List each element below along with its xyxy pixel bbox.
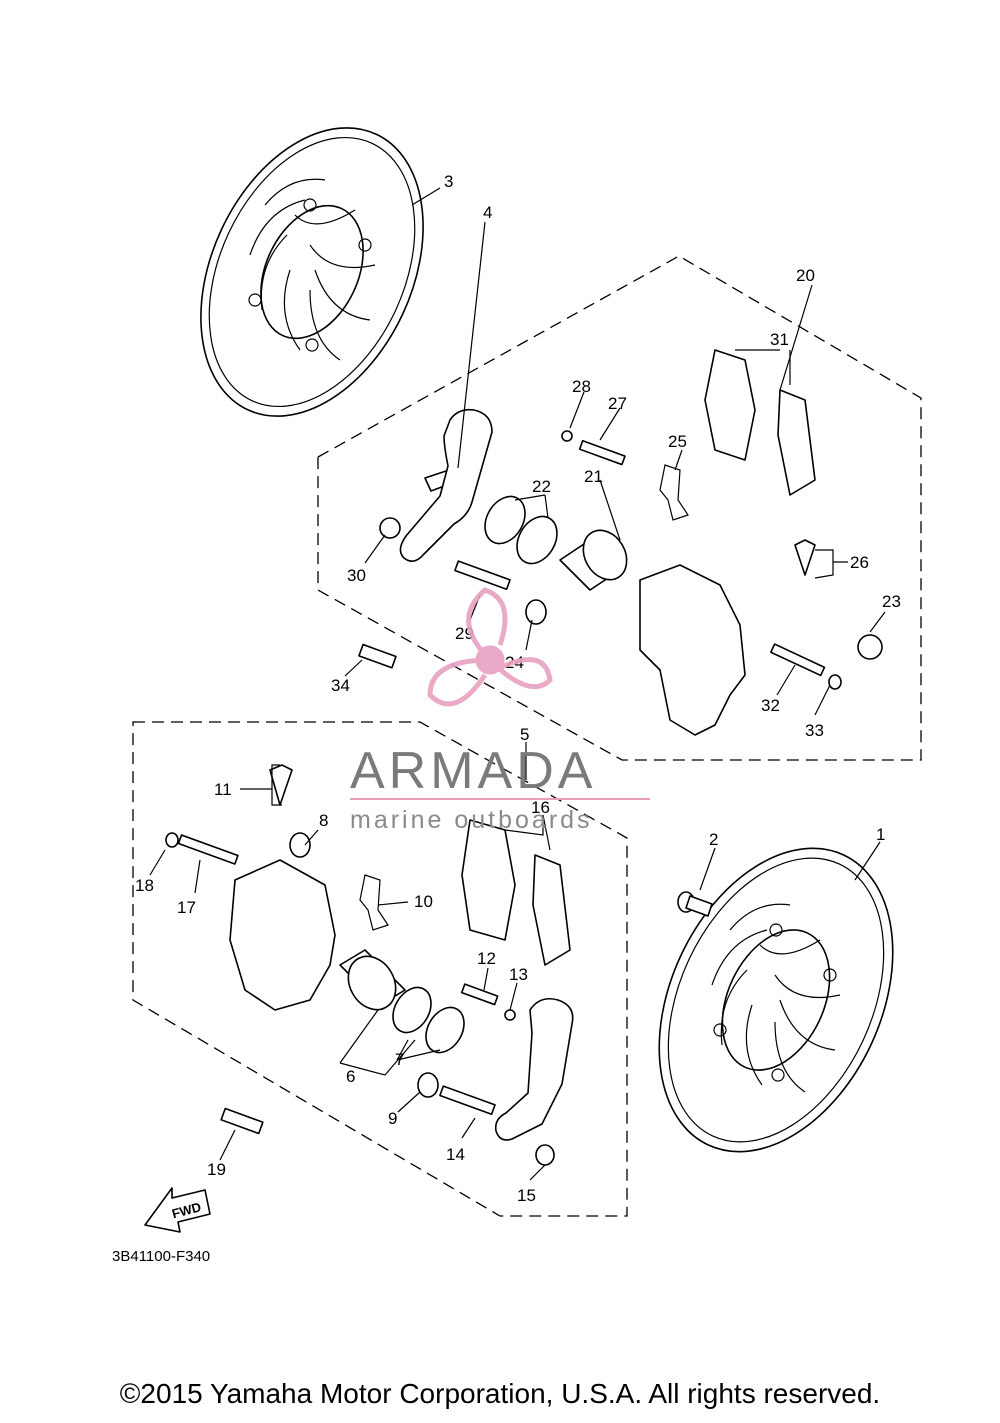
part-number: 21 [584, 467, 603, 486]
part-number: 9 [388, 1109, 397, 1128]
part-number: 14 [446, 1145, 465, 1164]
front-caliper-bracket [494, 997, 574, 1141]
copyright-notice: ©2015 Yamaha Motor Corporation, U.S.A. A… [119, 1378, 881, 1409]
watermark-tagline: marine outboards [350, 806, 593, 834]
part-number: 6 [346, 1067, 355, 1086]
part-number: 32 [761, 696, 780, 715]
front-piston [339, 949, 406, 1011]
rear-piston [559, 529, 628, 591]
rear-piston-seals [484, 495, 558, 565]
part-number: 27 [608, 394, 627, 413]
part-number: 5 [520, 725, 529, 744]
front-brake-pads [461, 819, 571, 966]
drawing-code: 3B41100-F340 [112, 1248, 211, 1265]
part-number: 25 [668, 432, 687, 451]
part-number: 19 [207, 1160, 226, 1179]
forward-arrow-icon: FWD [144, 1187, 211, 1233]
part-number: 1 [876, 825, 885, 844]
part-number: 18 [135, 876, 154, 895]
part-number: 12 [477, 949, 496, 968]
front-pad-spring [359, 874, 389, 931]
rear-pad-spring [659, 464, 689, 521]
part-number: 2 [709, 830, 718, 849]
front-piston-seals [392, 986, 465, 1054]
part-number: 7 [395, 1050, 404, 1069]
rear-caliper-bracket [399, 408, 493, 562]
part-number: 22 [532, 477, 551, 496]
propeller-logo-icon [427, 587, 553, 707]
part-number: 34 [331, 676, 350, 695]
part-number: 23 [882, 592, 901, 611]
assembly-5-outline [132, 721, 628, 1217]
small-fasteners [165, 430, 883, 1166]
armada-watermark: ARMADA marine outboards [350, 587, 650, 834]
watermark-brand: ARMADA [350, 742, 596, 800]
disc-bolt-2 [677, 891, 713, 917]
part-number: 8 [319, 811, 328, 830]
part-number: 31 [770, 330, 789, 349]
part-number: 11 [214, 780, 232, 799]
front-brake-disc [658, 847, 894, 1153]
part-number: 33 [805, 721, 824, 740]
part-number: 26 [850, 553, 869, 572]
part-number: 15 [517, 1186, 536, 1205]
fwd-arrow-label: FWD [170, 1199, 202, 1221]
part-number-labels: 1 2 3 4 5 6 7 8 9 10 11 12 13 14 15 16 1… [135, 172, 901, 1205]
part-number: 20 [796, 266, 815, 285]
rear-brake-pads [704, 349, 816, 496]
rear-brake-disc [200, 127, 424, 417]
part-number: 30 [347, 566, 366, 585]
assembly-20-outline [317, 255, 922, 761]
callout-lines [149, 187, 886, 1181]
part-number: 17 [177, 898, 196, 917]
part-number: 10 [414, 892, 433, 911]
part-number: 28 [572, 377, 591, 396]
part-number: 4 [483, 203, 492, 222]
rear-caliper-body [639, 564, 746, 736]
part-number: 16 [531, 798, 550, 817]
part-number: 3 [444, 172, 453, 191]
part-number: 13 [509, 965, 528, 984]
front-caliper-body [229, 859, 336, 1011]
